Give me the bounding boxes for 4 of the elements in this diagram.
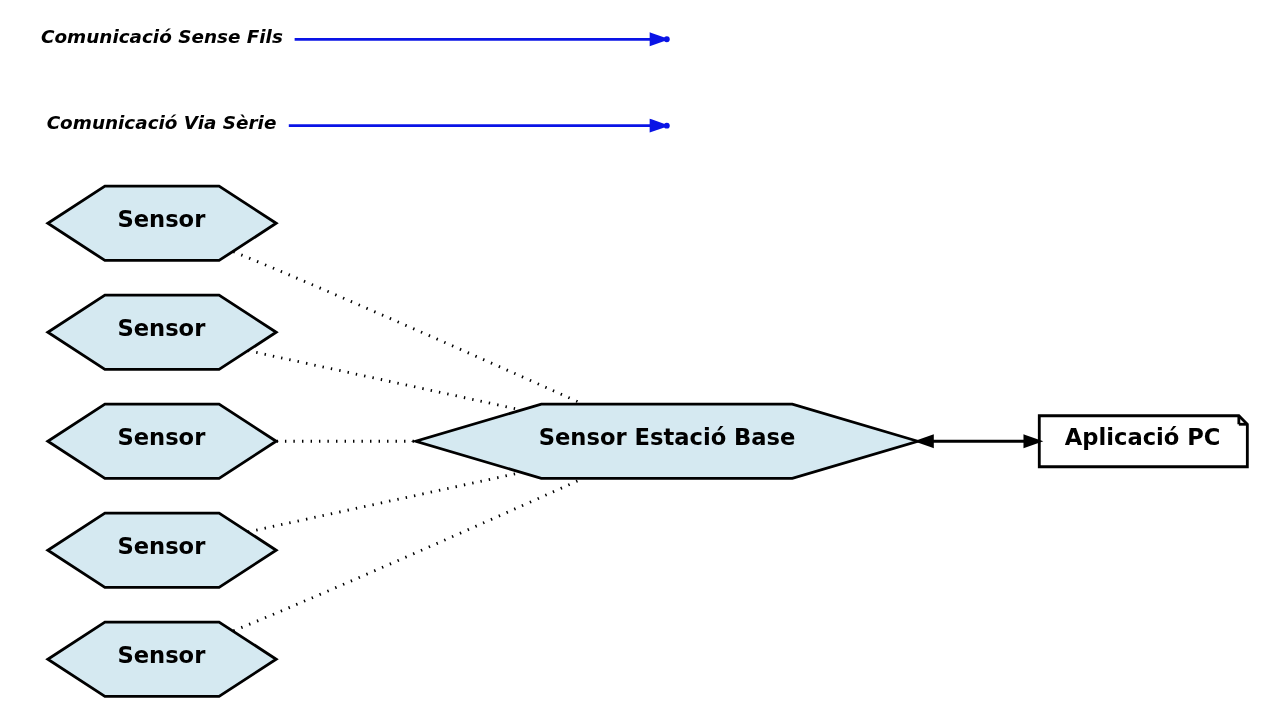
connector — [276, 439, 416, 443]
node-text: Comunicació Sense Fils — [40, 25, 283, 47]
arrow — [294, 32, 670, 47]
node-text: Comunicació Via Sèrie — [46, 112, 276, 134]
